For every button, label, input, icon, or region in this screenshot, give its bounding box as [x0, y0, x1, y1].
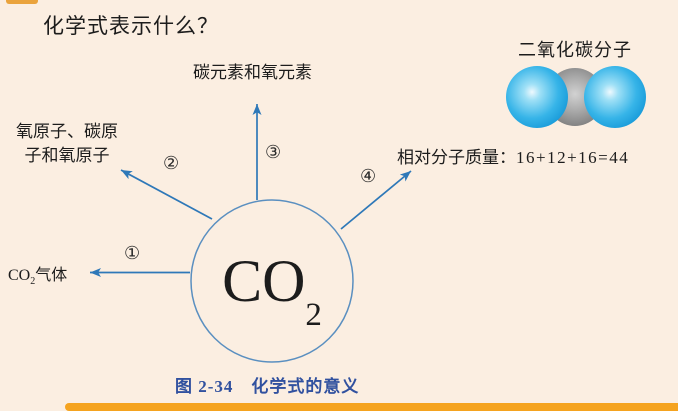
page-edge-accent-bottom [65, 403, 678, 411]
page-edge-accent-top [6, 0, 38, 4]
central-formula: CO 2 [191, 200, 353, 362]
gas-label-formula: CO [8, 267, 31, 284]
arrow-2-number: ② [163, 153, 180, 174]
mass-label-value: 16+12+16=44 [516, 148, 630, 167]
figure-caption: 图 2-34 化学式的意义 [175, 377, 360, 396]
co2-molecule-model [506, 64, 646, 130]
arrow-1-number: ① [124, 243, 141, 264]
atoms-label-line2: 子和氧原子 [24, 146, 110, 165]
oxygen-atom-sphere-left [506, 66, 568, 128]
gas-label-subscript: 2 [30, 276, 36, 288]
atoms-label-line1: 氧原子、碳原 [16, 122, 118, 141]
molecule-model-label: 二氧化碳分子 [518, 40, 632, 60]
gas-label-text: 气体 [35, 267, 68, 284]
formula-main: CO [222, 247, 306, 314]
arrow-4-label: 相对分子质量：16+12+16=44 [397, 143, 629, 168]
arrow-3-label: 碳元素和氧元素 [193, 63, 312, 82]
oxygen-atom-sphere-right [584, 66, 646, 128]
arrow-1-label: CO2气体 [8, 261, 67, 287]
mass-label-text: 相对分子质量： [397, 148, 516, 167]
arrow-2-label: 氧原子、碳原 子和氧原子 [4, 120, 130, 168]
arrow-3-number: ③ [265, 142, 282, 163]
page-title: 化学式表示什么？ [43, 14, 219, 38]
formula-subscript: 2 [305, 297, 322, 333]
arrow-4-number: ④ [360, 166, 377, 187]
